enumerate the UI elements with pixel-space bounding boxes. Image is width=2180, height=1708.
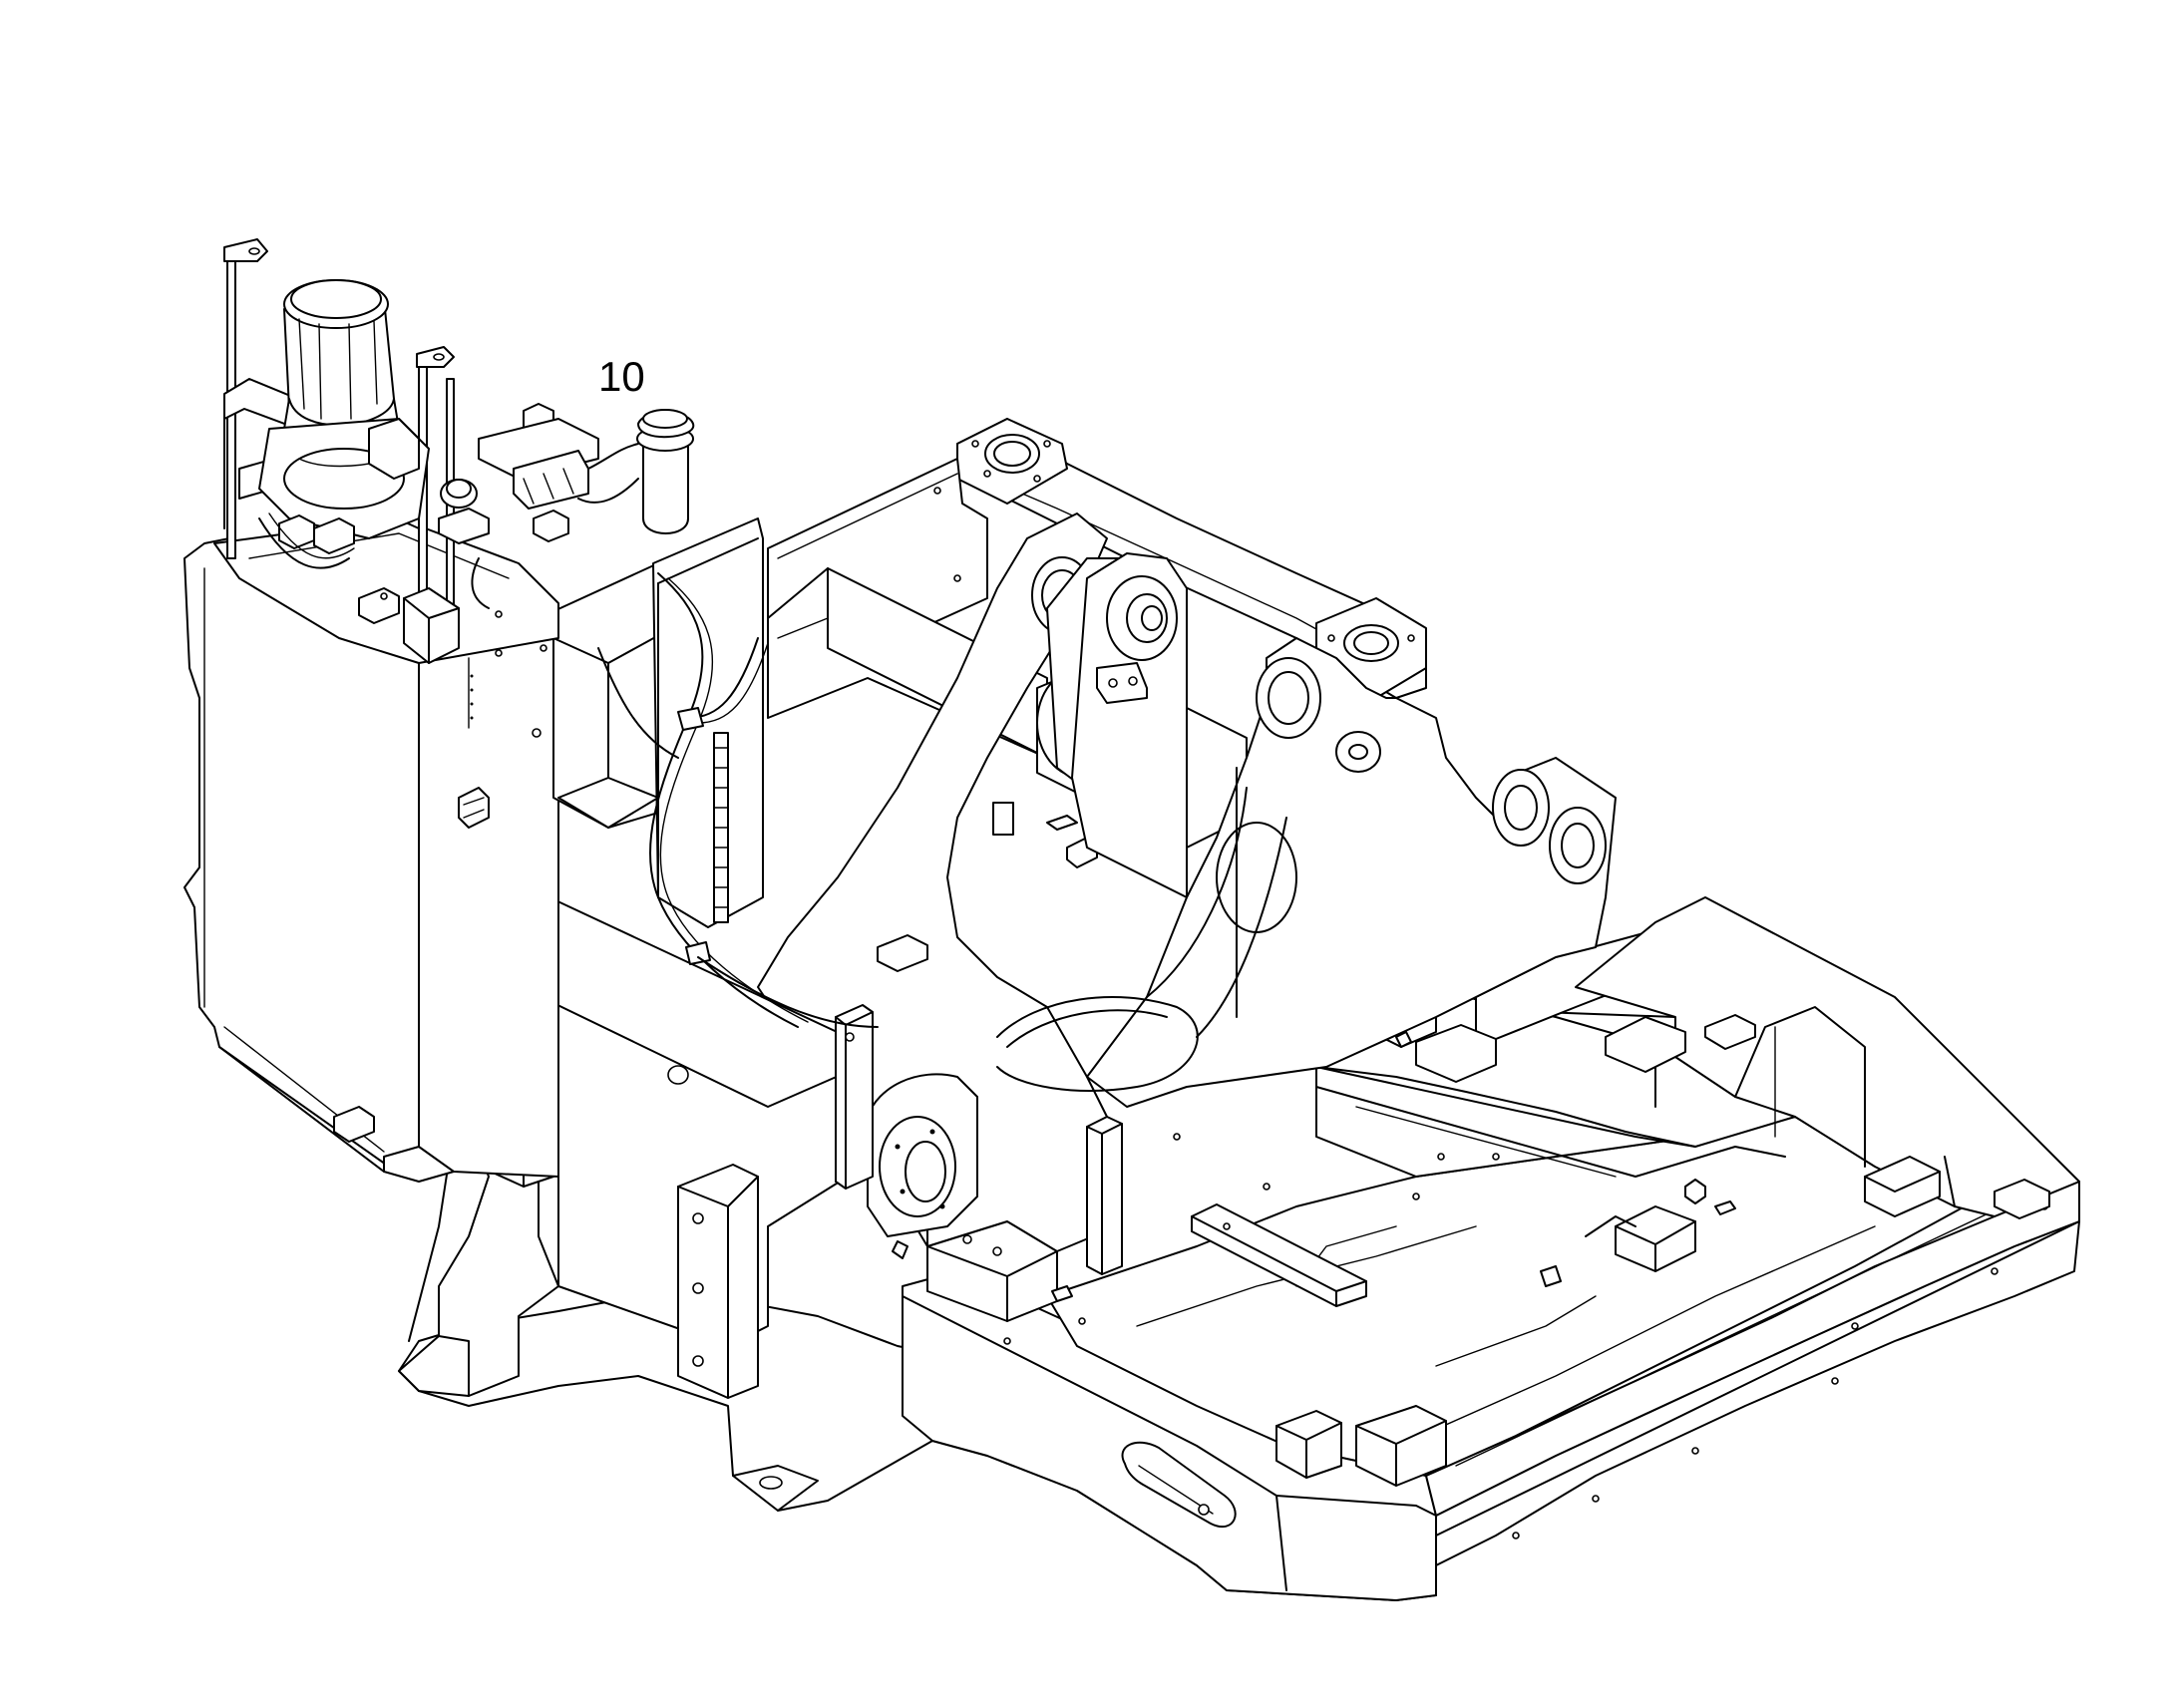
rear-counterweight bbox=[902, 1270, 1437, 1601]
deck-pads bbox=[926, 996, 2050, 1487]
motor-assembly bbox=[213, 238, 639, 664]
boom-support-plates bbox=[757, 512, 1617, 1252]
callout-10-label: 10 bbox=[598, 353, 645, 400]
hydraulic-tank bbox=[183, 409, 879, 1183]
right-deck bbox=[1046, 986, 2080, 1539]
swing-ring-area bbox=[867, 996, 1199, 1237]
detail-parts bbox=[892, 815, 1736, 1367]
